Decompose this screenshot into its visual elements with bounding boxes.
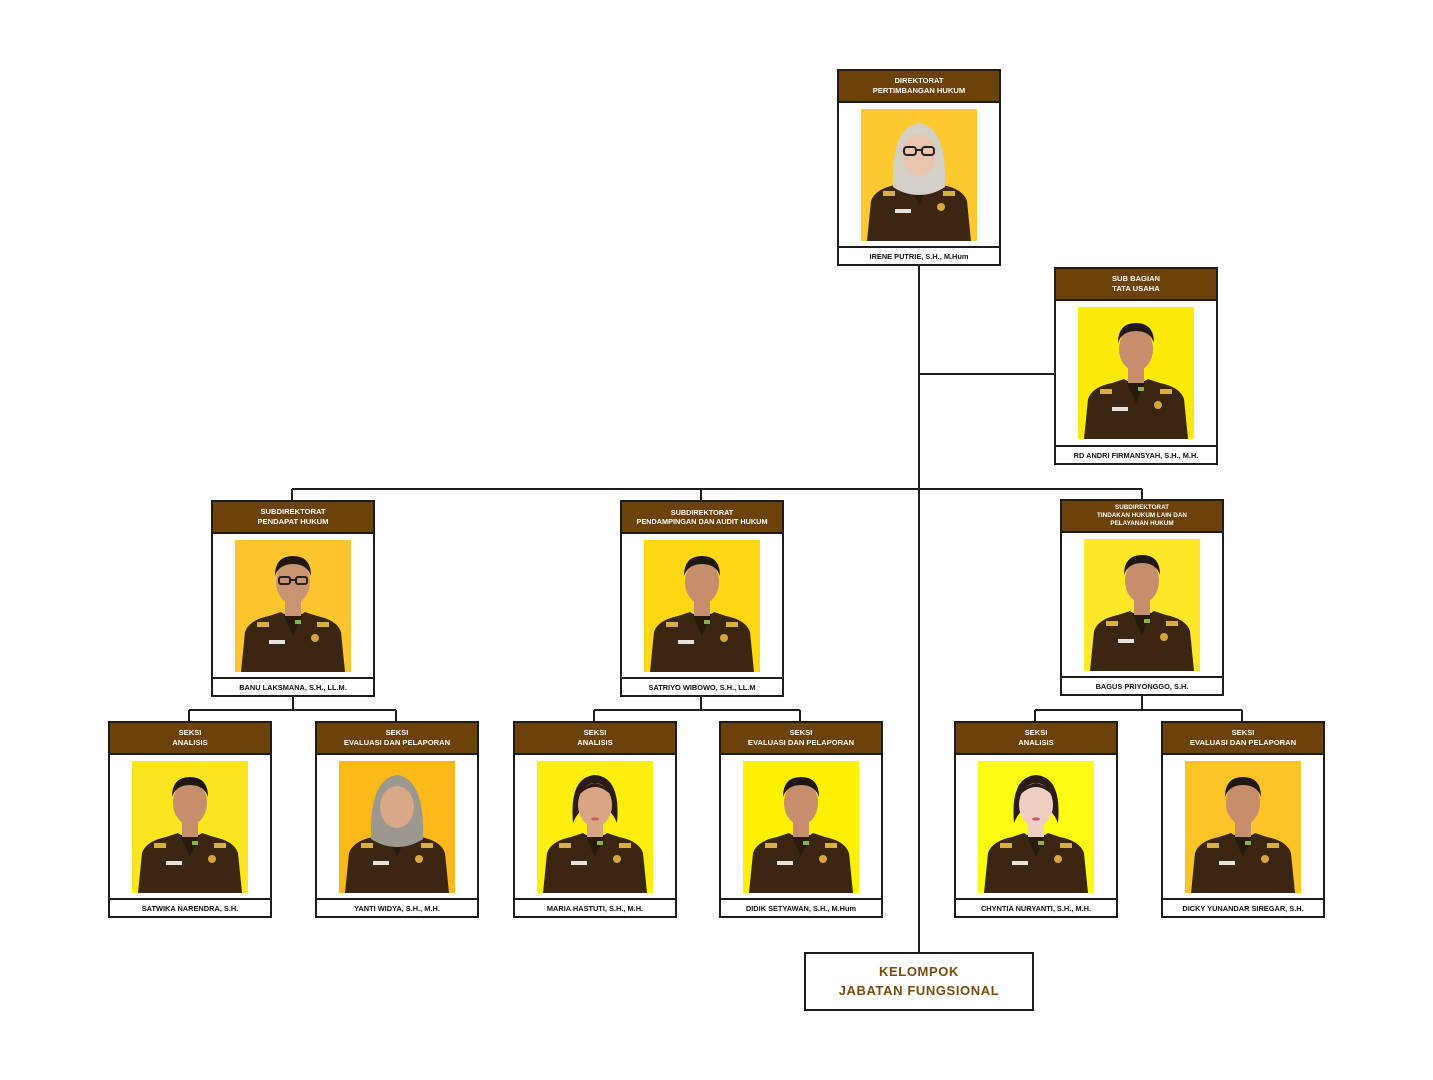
fungsional-line-1: KELOMPOK [879,963,959,979]
unit-title-line: SEKSI [1231,728,1255,738]
official-name: DIDIK SETYAWAN, S.H., M.Hum [721,898,881,916]
unit-title-line: ANALISIS [172,738,208,747]
unit-title-line: PELAYANAN HUKUM [1110,520,1174,528]
unit-title-line: SEKSI [178,728,202,738]
official-name: DICKY YUNANDAR SIREGAR, S.H. [1163,898,1323,916]
fungsional-line-2: JABATAN FUNGSIONAL [838,982,1000,998]
official-name: SATRIYO WIBOWO, S.H., LL.M [622,677,782,695]
unit-title-line: SEKSI [789,728,813,738]
unit-title-line: ANALISIS [1018,738,1054,747]
unit-title-line: SUBDIREKTORAT [1115,503,1169,511]
official-portrait [978,761,1094,893]
kelompok-jabatan-fungsional-box: KELOMPOK JABATAN FUNGSIONAL [804,952,1034,1011]
unit-title-line: EVALUASI DAN PELAPORAN [747,738,855,747]
unit-title-line: SEKSI [1024,728,1048,738]
unit-title-line: EVALUASI DAN PELAPORAN [343,738,451,747]
unit-title-line: EVALUASI DAN PELAPORAN [1189,738,1297,747]
unit-title-line: SUB BAGIAN [1111,274,1161,284]
official-portrait [1084,539,1200,671]
unit-title-line: TATA USAHA [1112,284,1160,293]
official-name: MARIA HASTUTI, S.H., M.H. [515,898,675,916]
official-name: BAGUS PRIYONGGO, S.H. [1062,676,1222,694]
official-portrait [861,109,977,241]
official-portrait [743,761,859,893]
official-name: YANTI WIDYA, S.H., M.H. [317,898,477,916]
official-portrait [1078,307,1194,439]
unit-title-line: SUBDIREKTORAT [670,507,734,517]
unit-title-line: PENDAMPINGAN DAN AUDIT HUKUM [636,517,768,526]
official-name: IRENE PUTRIE, S.H., M.Hum [839,246,999,264]
unit-title-line: ANALISIS [577,738,613,747]
unit-title-line: SUBDIREKTORAT [260,507,326,517]
unit-title-line: PERTIMBANGAN HUKUM [872,86,966,95]
official-portrait [339,761,455,893]
official-name: RD ANDRI FIRMANSYAH, S.H., M.H. [1056,445,1216,463]
official-portrait [132,761,248,893]
official-portrait [537,761,653,893]
official-portrait [1185,761,1301,893]
unit-title-line: TINDAKAN HUKUM LAIN DAN [1097,511,1187,519]
official-name: BANU LAKSMANA, S.H., LL.M. [213,677,373,695]
unit-title-line: PENDAPAT HUKUM [257,517,329,526]
unit-title-line: DIREKTORAT [894,76,944,86]
official-portrait [235,540,351,672]
official-name: SATWIKA NARENDRA, S.H. [110,898,270,916]
unit-title-line: SEKSI [583,728,607,738]
official-name: CHYNTIA NURYANTI, S.H., M.H. [956,898,1116,916]
unit-title-line: SEKSI [385,728,409,738]
official-portrait [644,540,760,672]
